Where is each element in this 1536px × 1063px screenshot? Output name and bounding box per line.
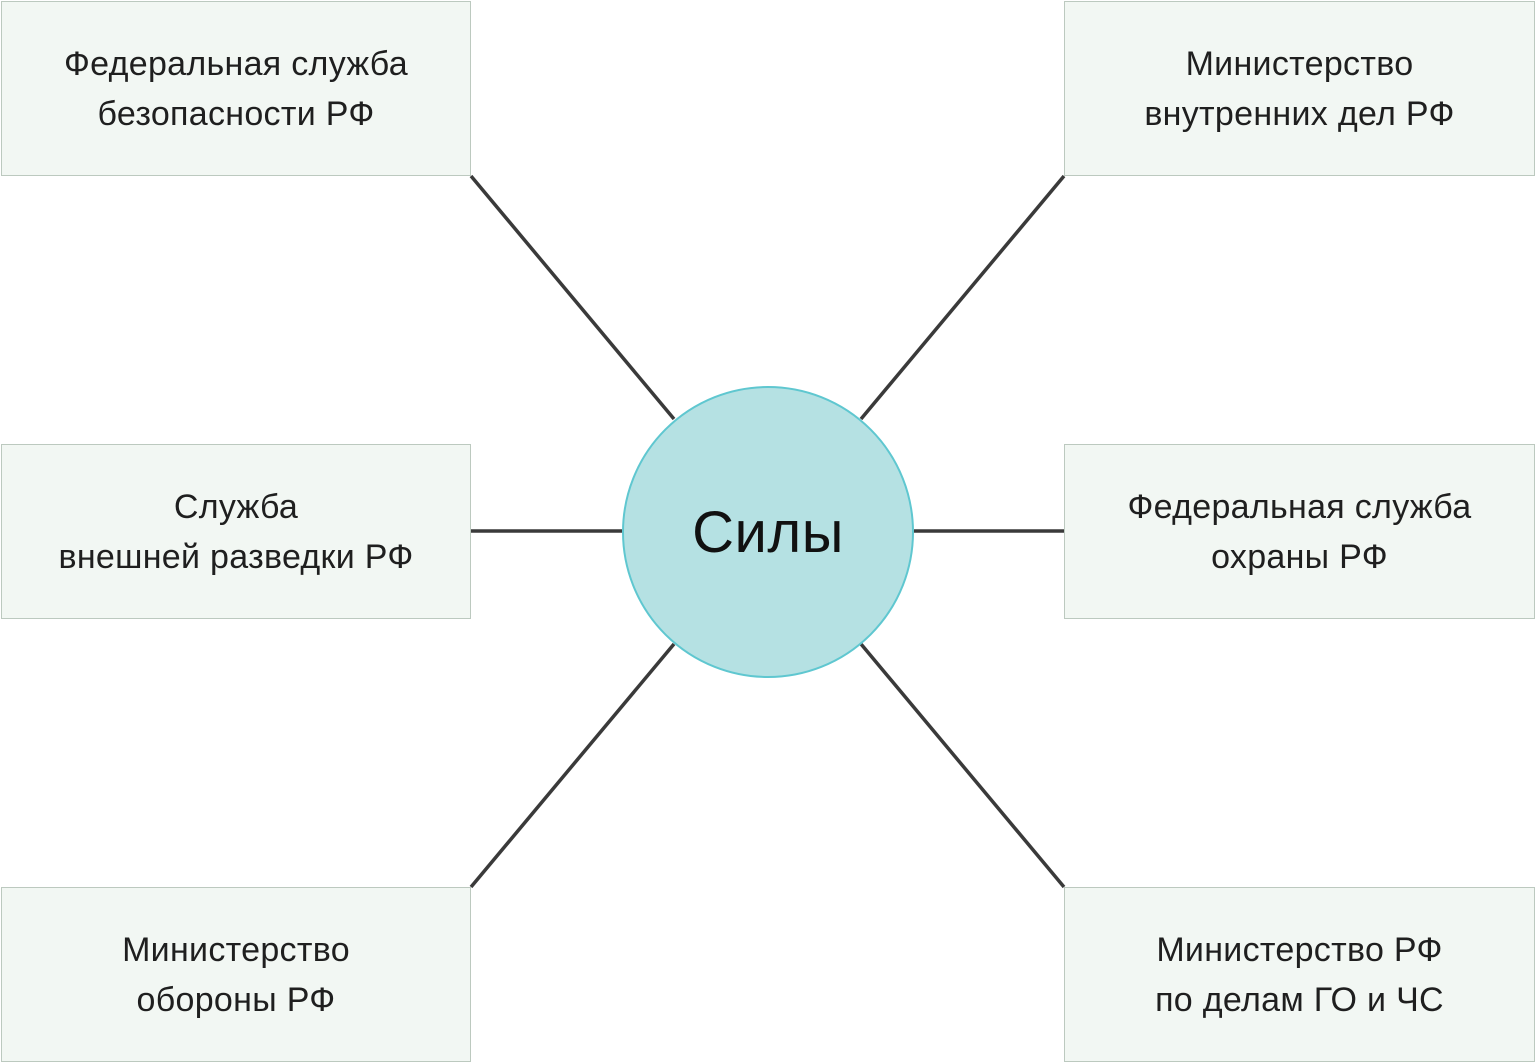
node-svr: Служба внешней разведки РФ bbox=[1, 444, 471, 619]
node-mvd: Министерство внутренних дел РФ bbox=[1064, 1, 1535, 176]
connector-mvd bbox=[859, 174, 1066, 421]
center-node: Силы bbox=[622, 386, 914, 678]
node-fso: Федеральная служба охраны РФ bbox=[1064, 444, 1535, 619]
node-mo: Министерство обороны РФ bbox=[1, 887, 471, 1062]
node-mchs: Министерство РФ по делам ГО и ЧС bbox=[1064, 887, 1535, 1062]
connector-fsb bbox=[469, 174, 676, 421]
node-fsb-line-2: безопасности РФ bbox=[97, 94, 375, 133]
node-mvd-line-1: Министерство bbox=[1185, 44, 1414, 83]
node-fsb: Федеральная служба безопасности РФ bbox=[1, 1, 471, 176]
node-fso-line-1: Федеральная служба bbox=[1127, 487, 1472, 526]
node-svr-line-2: внешней разведки РФ bbox=[58, 537, 414, 576]
node-fso-line-2: охраны РФ bbox=[1211, 537, 1388, 576]
node-mvd-line-2: внутренних дел РФ bbox=[1144, 94, 1455, 133]
node-mchs-line-1: Министерство РФ bbox=[1156, 930, 1443, 969]
node-fsb-line-1: Федеральная служба bbox=[63, 44, 409, 83]
node-mo-line-2: обороны РФ bbox=[136, 980, 336, 1019]
connector-mchs bbox=[859, 642, 1066, 889]
node-mo-line-1: Министерство bbox=[122, 930, 350, 969]
center-label: Силы bbox=[692, 499, 844, 565]
connector-mo bbox=[469, 642, 676, 889]
node-svr-line-1: Служба bbox=[173, 487, 299, 526]
node-mchs-line-2: по делам ГО и ЧС bbox=[1155, 980, 1444, 1019]
